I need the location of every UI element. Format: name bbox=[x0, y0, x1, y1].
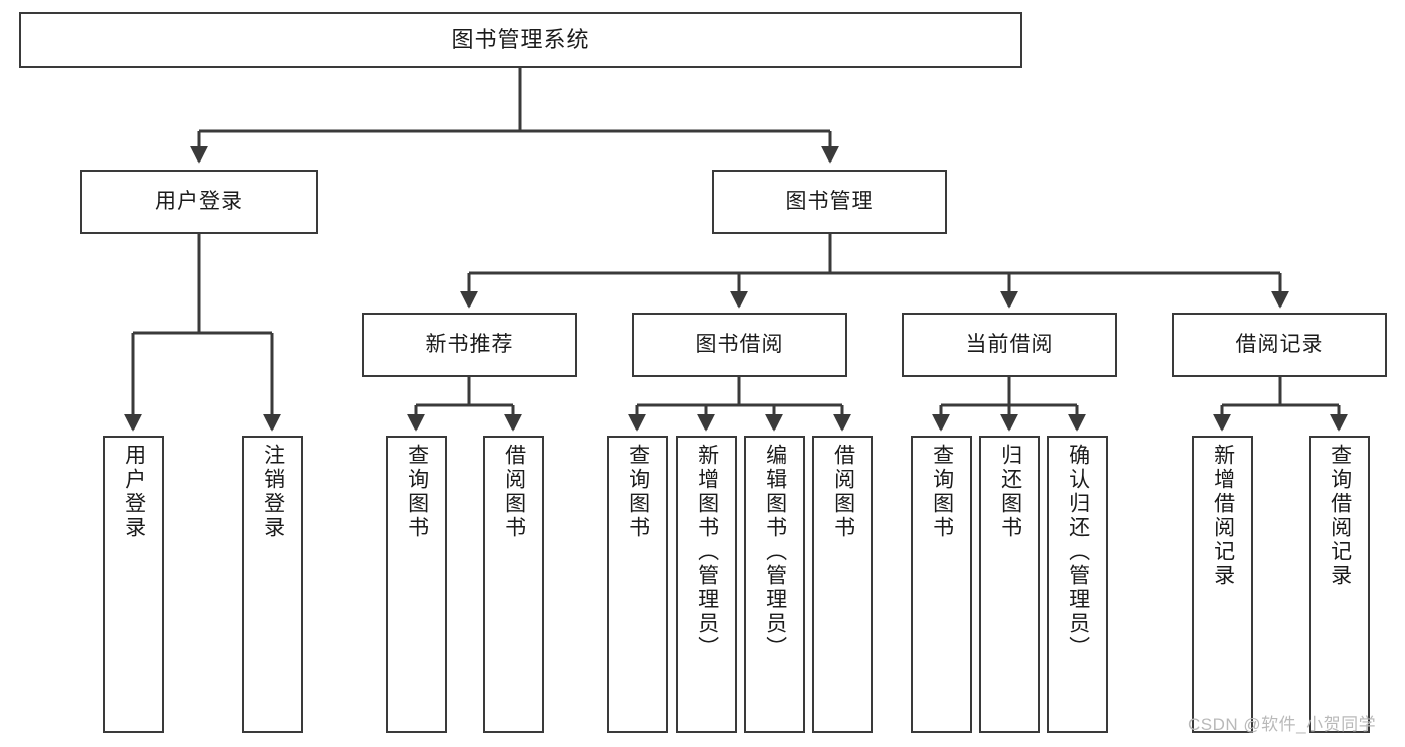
leaf-query-borrowing-record[interactable]: 查询借阅记录 bbox=[1309, 436, 1370, 733]
leaf-user-login[interactable]: 用户登录 bbox=[103, 436, 164, 733]
node-new-book-recommendation[interactable]: 新书推荐 bbox=[362, 313, 577, 377]
watermark-credit: CSDN @软件_小贺同学 bbox=[1188, 715, 1377, 734]
node-label: 查询图书 bbox=[930, 444, 954, 540]
leaf-add-borrowing-record[interactable]: 新增借阅记录 bbox=[1192, 436, 1253, 733]
node-label: 新增借阅记录 bbox=[1211, 444, 1235, 588]
node-label: 查询图书 bbox=[405, 444, 429, 540]
node-user-login[interactable]: 用户登录 bbox=[80, 170, 318, 234]
leaf-query-books-current[interactable]: 查询图书 bbox=[911, 436, 972, 733]
node-label: 注销登录 bbox=[261, 444, 285, 540]
leaf-add-book-admin[interactable]: 新增图书（管理员） bbox=[676, 436, 737, 733]
node-label: 图书管理 bbox=[785, 190, 874, 214]
node-book-borrowing[interactable]: 图书借阅 bbox=[632, 313, 847, 377]
node-root-library-management-system[interactable]: 图书管理系统 bbox=[19, 12, 1022, 68]
leaf-return-books[interactable]: 归还图书 bbox=[979, 436, 1040, 733]
leaf-logout[interactable]: 注销登录 bbox=[242, 436, 303, 733]
node-label: 当前借阅 bbox=[965, 333, 1054, 357]
leaf-query-books-recommendation[interactable]: 查询图书 bbox=[386, 436, 447, 733]
node-current-borrowing[interactable]: 当前借阅 bbox=[902, 313, 1117, 377]
leaf-confirm-return-admin[interactable]: 确认归还（管理员） bbox=[1047, 436, 1108, 733]
node-label: 新增图书（管理员） bbox=[695, 444, 719, 660]
node-label: 查询图书 bbox=[626, 444, 650, 540]
node-label: 图书借阅 bbox=[695, 333, 784, 357]
node-label: 确认归还（管理员） bbox=[1066, 444, 1090, 660]
leaf-edit-book-admin[interactable]: 编辑图书（管理员） bbox=[744, 436, 805, 733]
node-label: 归还图书 bbox=[998, 444, 1022, 540]
leaf-query-books-borrowing[interactable]: 查询图书 bbox=[607, 436, 668, 733]
node-label: 图书管理系统 bbox=[451, 26, 590, 52]
node-label: 借阅记录 bbox=[1235, 333, 1324, 357]
node-label: 借阅图书 bbox=[831, 444, 855, 540]
leaf-borrow-books-recommendation[interactable]: 借阅图书 bbox=[483, 436, 544, 733]
node-label: 借阅图书 bbox=[502, 444, 526, 540]
node-label: 用户登录 bbox=[122, 444, 146, 540]
node-book-management[interactable]: 图书管理 bbox=[712, 170, 947, 234]
node-label: 新书推荐 bbox=[425, 333, 514, 357]
leaf-borrow-books-borrowing[interactable]: 借阅图书 bbox=[812, 436, 873, 733]
node-label: 用户登录 bbox=[155, 190, 243, 214]
node-borrowing-records[interactable]: 借阅记录 bbox=[1172, 313, 1387, 377]
node-label: 编辑图书（管理员） bbox=[763, 444, 787, 660]
node-label: 查询借阅记录 bbox=[1328, 444, 1352, 588]
